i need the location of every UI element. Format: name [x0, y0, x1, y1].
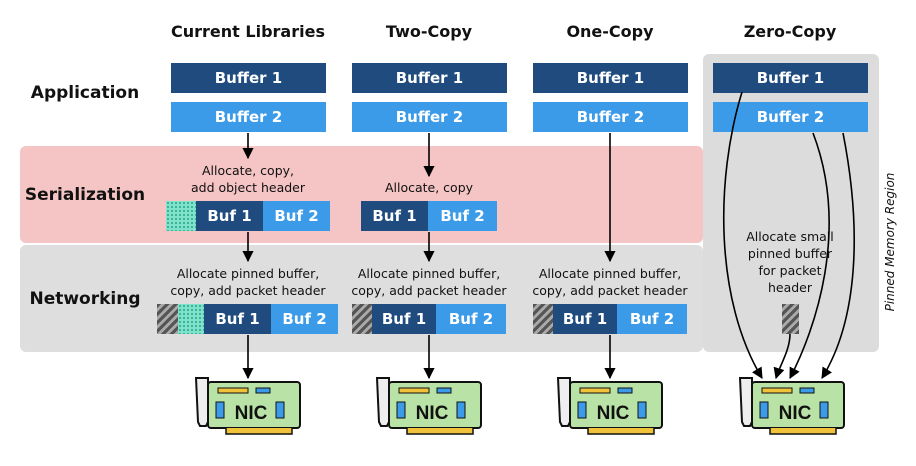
network-buf-2-two-copy: Buf 2: [436, 304, 506, 334]
network-buf-1-one-copy: Buf 1: [553, 304, 617, 334]
packet-header-block: [533, 304, 553, 334]
arrow: [722, 91, 763, 379]
network-buf-1-current: Buf 1: [204, 304, 271, 334]
networking-note-current: Allocate pinned buffer, copy, add packet…: [170, 266, 326, 298]
app-buffer-1-zero-copy: Buffer 1: [713, 63, 868, 93]
row-label-networking: Networking: [29, 289, 141, 309]
column-title-one-copy: One-Copy: [566, 22, 654, 41]
serialized-buf-1-current: Buf 1: [196, 201, 263, 231]
serialization-note-current: Allocate, copy, add object header: [190, 163, 306, 195]
column-title-zero-copy: Zero-Copy: [743, 22, 837, 41]
column-title-current-libraries: Current Libraries: [171, 22, 325, 41]
row-label-application: Application: [30, 83, 140, 103]
app-buffer-1-current: Buffer 1: [171, 63, 326, 93]
svg-text:NIC: NIC: [416, 403, 449, 424]
app-buffer-2-zero-copy: Buffer 2: [713, 102, 868, 132]
nic-card-icon: NIC: [738, 377, 845, 435]
svg-text:NIC: NIC: [235, 403, 268, 424]
network-buf-2-one-copy: Buf 2: [617, 304, 687, 334]
svg-text:NIC: NIC: [597, 403, 630, 424]
svg-text:NIC: NIC: [779, 403, 812, 424]
serialized-buf-2-current: Buf 2: [263, 201, 330, 231]
app-buffer-2-one-copy: Buffer 2: [533, 102, 688, 132]
packet-header-block: [352, 304, 372, 334]
row-label-serialization: Serialization: [24, 185, 146, 205]
app-buffer-2-current: Buffer 2: [171, 102, 326, 132]
zero-copy-note: Allocate small pinned buffer for packet …: [746, 229, 834, 295]
networking-band: [20, 245, 703, 352]
serialized-buf-1-two-copy: Buf 1: [361, 201, 428, 231]
nic-card-icon: NIC: [194, 377, 301, 435]
networking-note-two-copy: Allocate pinned buffer, copy, add packet…: [351, 266, 507, 298]
packet-header-block: [157, 304, 178, 334]
app-buffer-1-two-copy: Buffer 1: [352, 63, 507, 93]
packet-header-block: [782, 304, 799, 334]
networking-note-one-copy: Allocate pinned buffer, copy, add packet…: [532, 266, 688, 298]
nic-card-icon: NIC: [375, 377, 482, 435]
column-title-two-copy: Two-Copy: [385, 22, 473, 41]
object-header-block: [178, 304, 204, 334]
network-buf-1-two-copy: Buf 1: [372, 304, 436, 334]
serialization-note-two-copy: Allocate, copy: [384, 180, 474, 195]
serialized-buf-2-two-copy: Buf 2: [428, 201, 497, 231]
network-buf-2-current: Buf 2: [271, 304, 338, 334]
app-buffer-1-one-copy: Buffer 1: [533, 63, 688, 93]
arrow: [821, 132, 855, 379]
nic-card-icon: NIC: [556, 377, 663, 435]
arrow: [773, 333, 791, 380]
arrow: [789, 132, 830, 379]
object-header-block: [166, 201, 196, 231]
app-buffer-2-two-copy: Buffer 2: [352, 102, 507, 132]
